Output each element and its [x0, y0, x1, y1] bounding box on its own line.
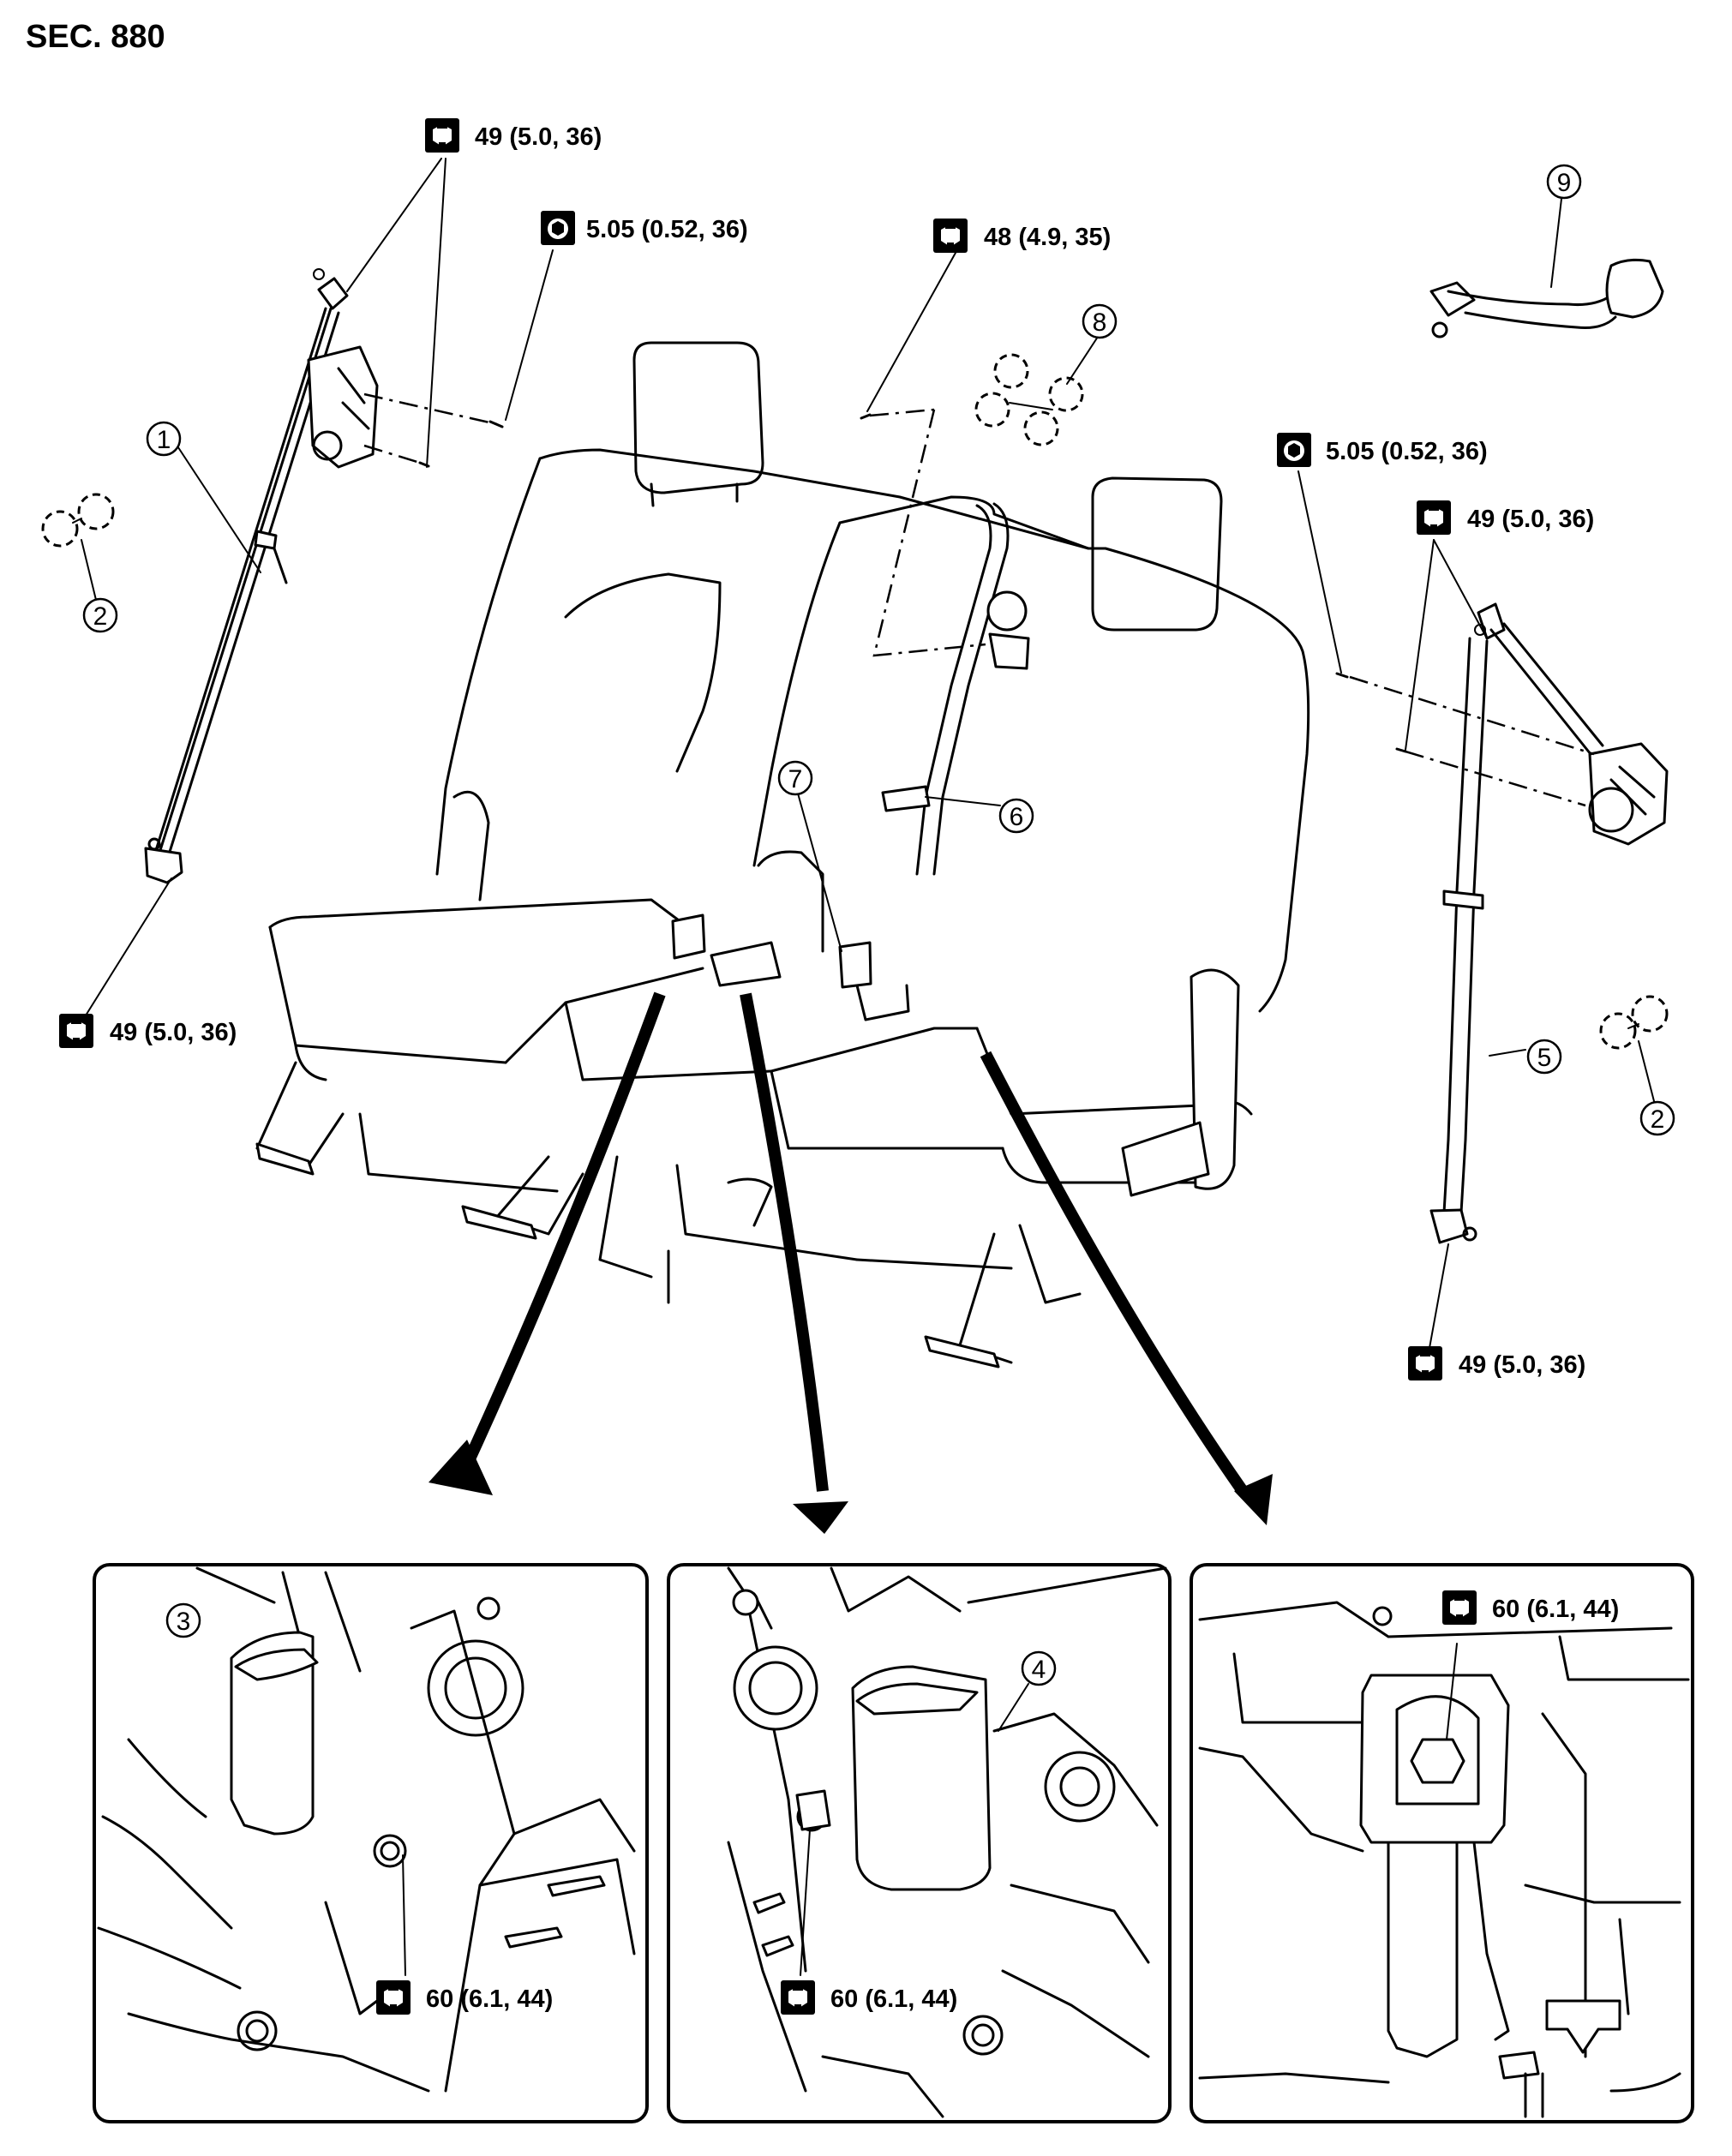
- svg-text:49 (5.0, 36): 49 (5.0, 36): [475, 123, 602, 151]
- left-seat-belt-assembly: [144, 268, 379, 884]
- part-9-belt-buckle: [1429, 258, 1664, 338]
- section-title: SEC. 880: [26, 19, 165, 55]
- torque-label-t7: 49 (5.0, 36): [1408, 1346, 1585, 1380]
- torque-wrench-icon: [781, 1980, 815, 2015]
- detail-arrow-right: [980, 1051, 1273, 1525]
- detail-arrow-left: [429, 991, 666, 1495]
- bolt-guide-line: [363, 444, 421, 464]
- callout-9: 9: [1546, 164, 1582, 200]
- callout-8: 8: [1082, 303, 1118, 339]
- torque-label-t3: 48 (4.9, 35): [933, 219, 1111, 253]
- svg-text:49 (5.0, 36): 49 (5.0, 36): [1459, 1351, 1585, 1379]
- torque-label-t8: 60 (6.1, 44): [376, 1980, 553, 2015]
- svg-text:48 (4.9, 35): 48 (4.9, 35): [984, 224, 1111, 251]
- torque-wrench-icon: [1442, 1590, 1477, 1625]
- torque-label-t4: 5.05 (0.52, 36): [1277, 433, 1488, 467]
- svg-text:8: 8: [1093, 308, 1107, 337]
- detail-panel-right: [1190, 1563, 1694, 2123]
- svg-text:9: 9: [1557, 169, 1572, 197]
- clip-part-8: [974, 353, 1084, 446]
- bolt: [1395, 747, 1407, 753]
- svg-text:3: 3: [177, 1608, 191, 1636]
- svg-text:60 (6.1, 44): 60 (6.1, 44): [426, 1985, 553, 2013]
- bolt-guide-line: [872, 409, 986, 657]
- torque-wrench-icon: [1277, 433, 1311, 467]
- torque-label-t6: 49 (5.0, 36): [59, 1014, 237, 1048]
- svg-text:60 (6.1, 44): 60 (6.1, 44): [1492, 1596, 1619, 1623]
- torque-label-t1: 49 (5.0, 36): [425, 118, 602, 153]
- callout-2-left: 2: [82, 597, 118, 633]
- detail-arrow-center: [740, 992, 848, 1534]
- svg-text:2: 2: [93, 602, 108, 631]
- torque-label-t2: 5.05 (0.52, 36): [541, 211, 748, 245]
- torque-wrench-icon: [1417, 500, 1451, 535]
- callout-6: 6: [998, 798, 1034, 834]
- torque-wrench-icon: [541, 211, 575, 245]
- svg-text:60 (6.1, 44): 60 (6.1, 44): [830, 1985, 957, 2013]
- clip-part-2-left: [41, 493, 115, 548]
- bolt-guide-line: [1349, 675, 1595, 756]
- torque-wrench-icon: [425, 118, 459, 153]
- callout-2-right: 2: [1639, 1100, 1675, 1136]
- right-seat-belt-assembly: [1429, 602, 1669, 1244]
- torque-wrench-icon: [1408, 1346, 1442, 1380]
- callout-4: 4: [1021, 1650, 1057, 1686]
- bolt: [1335, 672, 1349, 679]
- bolt-guide-line: [1405, 750, 1586, 807]
- svg-text:5.05 (0.52, 36): 5.05 (0.52, 36): [1326, 438, 1488, 465]
- torque-label-t5: 49 (5.0, 36): [1417, 500, 1594, 535]
- bolt-guide-line: [363, 392, 498, 426]
- svg-text:2: 2: [1651, 1105, 1665, 1134]
- torque-label-t9: 60 (6.1, 44): [781, 1980, 957, 2015]
- bolt-guide-line: [869, 408, 935, 417]
- callout-1: 1: [146, 421, 182, 457]
- callout-5: 5: [1526, 1039, 1562, 1075]
- svg-text:4: 4: [1032, 1656, 1046, 1684]
- bolt: [860, 413, 872, 420]
- detail-panel-center: [667, 1563, 1172, 2123]
- svg-text:7: 7: [788, 765, 803, 794]
- torque-label-t10: 60 (6.1, 44): [1442, 1590, 1619, 1625]
- svg-text:5.05 (0.52, 36): 5.05 (0.52, 36): [586, 216, 748, 243]
- svg-text:6: 6: [1010, 803, 1024, 831]
- detail-panel-left: [93, 1563, 649, 2123]
- svg-text:5: 5: [1537, 1044, 1552, 1072]
- callout-7: 7: [777, 760, 813, 796]
- clip-part-2-right: [1599, 995, 1669, 1050]
- torque-wrench-icon: [376, 1980, 411, 2015]
- torque-wrench-icon: [59, 1014, 93, 1048]
- svg-text:49 (5.0, 36): 49 (5.0, 36): [1467, 506, 1594, 533]
- svg-text:1: 1: [157, 426, 171, 454]
- svg-text:49 (5.0, 36): 49 (5.0, 36): [110, 1019, 237, 1046]
- callout-3: 3: [165, 1602, 201, 1638]
- torque-wrench-icon: [933, 219, 968, 253]
- bolt: [488, 420, 504, 428]
